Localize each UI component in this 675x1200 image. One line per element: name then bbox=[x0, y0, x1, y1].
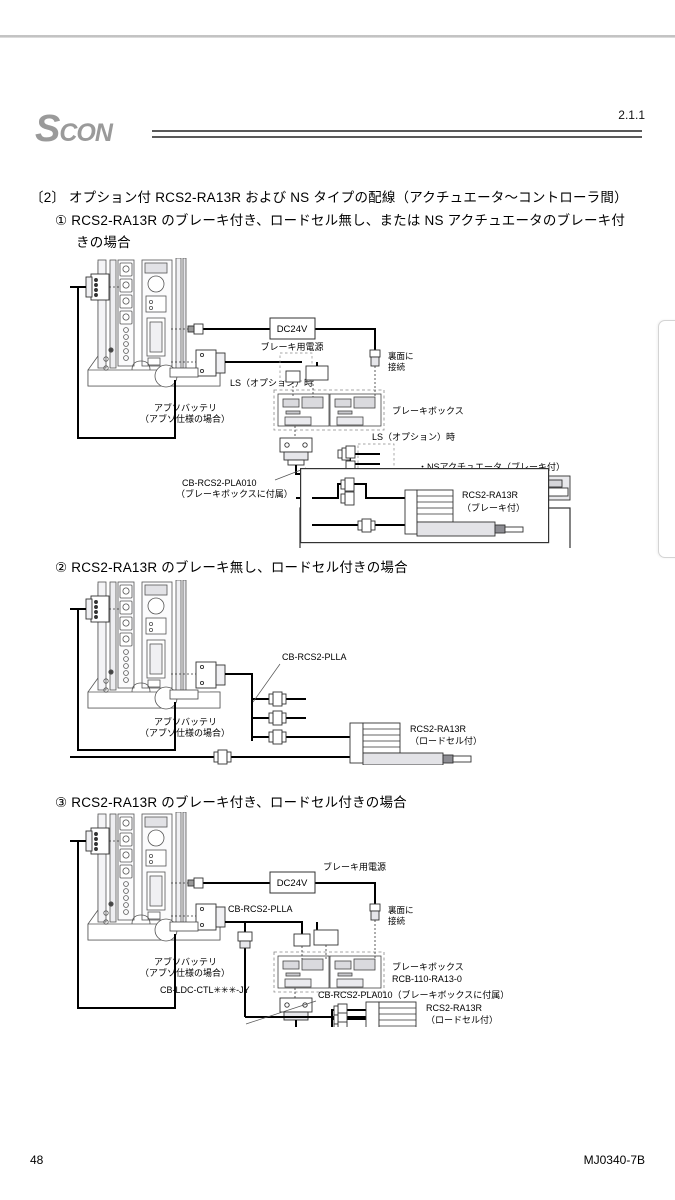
brake-box-line2-d3: RCB-110-RA13-0 bbox=[392, 974, 462, 984]
diagram-3-brake-and-loadcell: DC24V ブレーキ用電源 裏面に 接続 CB-RCS2-PLLA bbox=[70, 812, 630, 1027]
cable-ldc-label: CB-LDC-CTL✳✳✳-JY bbox=[160, 985, 250, 995]
ls-option-left-label: LS（オプション）時 bbox=[230, 378, 313, 388]
actuator-line1-d2: RCS2-RA13R bbox=[410, 724, 467, 734]
inset-actuator-line2: （ブレーキ付） bbox=[462, 502, 525, 513]
diagram-2-no-brake-loadcell: CB-RCS2-PLLA アブソバッテリ （アブソ仕様の場合） RCS2-RA1… bbox=[70, 580, 610, 765]
item-1-line-1: ① RCS2-RA13R のブレーキ付き、ロードセル無し、または NS アクチュ… bbox=[55, 213, 626, 228]
abs-battery-line2-d2: （アブソ仕様の場合） bbox=[140, 727, 230, 738]
rear-connect-line1: 裏面に bbox=[388, 351, 414, 361]
rear-connect-line2: 接続 bbox=[388, 362, 406, 372]
header-rule-lower bbox=[152, 136, 642, 138]
logo-s: S bbox=[35, 108, 60, 150]
section-number: 2.1.1 bbox=[618, 108, 645, 122]
brake-power-label: ブレーキ用電源 bbox=[260, 341, 323, 352]
document-id: MJ0340-7B bbox=[583, 1153, 645, 1167]
abs-battery-line2: （アブソ仕様の場合） bbox=[140, 413, 230, 424]
diagram-1-inset-rcs2-ra13r: RCS2-RA13R （ブレーキ付） bbox=[300, 468, 550, 544]
brake-power-label-d3: ブレーキ用電源 bbox=[323, 861, 386, 872]
cable-plla-label-d3: CB-RCS2-PLLA bbox=[228, 904, 293, 914]
page-number: 48 bbox=[30, 1153, 44, 1167]
abs-battery-line1-d3: アブソバッテリ bbox=[154, 956, 217, 967]
cable-pla010-line2: （ブレーキボックスに付属） bbox=[176, 488, 293, 499]
top-rule bbox=[0, 35, 675, 38]
actuator-line2-d2: （ロードセル付） bbox=[410, 736, 482, 746]
brake-box-label: ブレーキボックス bbox=[392, 405, 464, 416]
actuator-line1-d3: RCS2-RA13R bbox=[426, 1003, 483, 1013]
ls-option-right-label: LS（オプション）時 bbox=[372, 432, 455, 442]
scon-logo: SCON bbox=[35, 108, 113, 151]
rear-connect-line1-d3: 裏面に bbox=[388, 905, 414, 915]
logo-con: CON bbox=[59, 119, 113, 147]
page-edge-tab[interactable] bbox=[658, 320, 675, 558]
section-heading: 〔2〕 オプション付 RCS2-RA13R および NS タイプの配線（アクチュ… bbox=[30, 190, 628, 205]
dc24v-label-d3: DC24V bbox=[277, 878, 308, 889]
actuator-line2-d3: （ロードセル付） bbox=[426, 1015, 498, 1025]
cable-pla010-line1: CB-RCS2-PLA010 bbox=[182, 478, 257, 488]
abs-battery-line1-d2: アブソバッテリ bbox=[154, 716, 217, 727]
item-2-label: ② RCS2-RA13R のブレーキ無し、ロードセル付きの場合 bbox=[55, 560, 408, 575]
ns-actuator-label: ・NSアクチュエータ（ブレーキ付） bbox=[418, 461, 565, 472]
abs-battery-line2-d3: （アブソ仕様の場合） bbox=[140, 967, 230, 978]
abs-battery-line1: アブソバッテリ bbox=[154, 402, 217, 413]
inset-actuator-line1: RCS2-RA13R bbox=[462, 490, 519, 500]
header-rule-upper bbox=[152, 130, 642, 132]
cable-plla-label: CB-RCS2-PLLA bbox=[282, 652, 347, 662]
dc24v-label: DC24V bbox=[277, 324, 308, 335]
brake-box-line1-d3: ブレーキボックス bbox=[392, 961, 464, 972]
rear-connect-line2-d3: 接続 bbox=[388, 916, 406, 926]
item-1-line-2: きの場合 bbox=[76, 235, 131, 250]
item-3-label: ③ RCS2-RA13R のブレーキ付き、ロードセル付きの場合 bbox=[55, 795, 407, 810]
cable-pla010-label-d3: CB-RCS2-PLA010（ブレーキボックスに付属） bbox=[318, 989, 509, 1000]
